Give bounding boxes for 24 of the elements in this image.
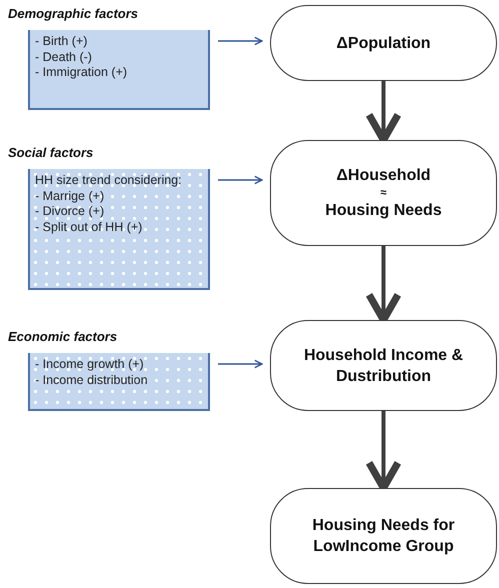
arrow <box>218 176 263 184</box>
process-pill <box>270 488 497 584</box>
factor-item: - Income growth (+) <box>35 357 145 372</box>
node-text: ΔPopulation <box>336 34 431 54</box>
factor-item: - Income distribution <box>35 372 149 388</box>
node-text: Housing Needs <box>325 201 442 221</box>
factor-item: HH size trend considering: <box>35 173 183 188</box>
factor-heading: Demographic factors <box>8 6 138 21</box>
factor-item: - Split out of HH (+) <box>35 220 144 235</box>
factor-item: - Divorce (+) <box>35 204 106 220</box>
factor-item: - Immigration (+) <box>35 65 128 80</box>
factor-item: - Birth (+) <box>35 34 88 50</box>
process-pill <box>270 140 497 246</box>
factor-heading: Economic factors <box>8 329 118 344</box>
node-text: Household Income & Dustribution <box>302 346 464 386</box>
arrow <box>218 360 263 368</box>
node-text: ΔHousehold <box>336 166 431 186</box>
node-text: ≈ <box>380 186 387 200</box>
factor-item: - Marrige (+) <box>35 188 106 204</box>
arrow <box>218 36 263 46</box>
factor-item: - Death (-) <box>35 50 93 65</box>
node-text: Housing Needs for LowIncome Group <box>311 516 456 557</box>
factor-heading: Social factors <box>8 145 94 160</box>
process-pill <box>270 320 497 411</box>
